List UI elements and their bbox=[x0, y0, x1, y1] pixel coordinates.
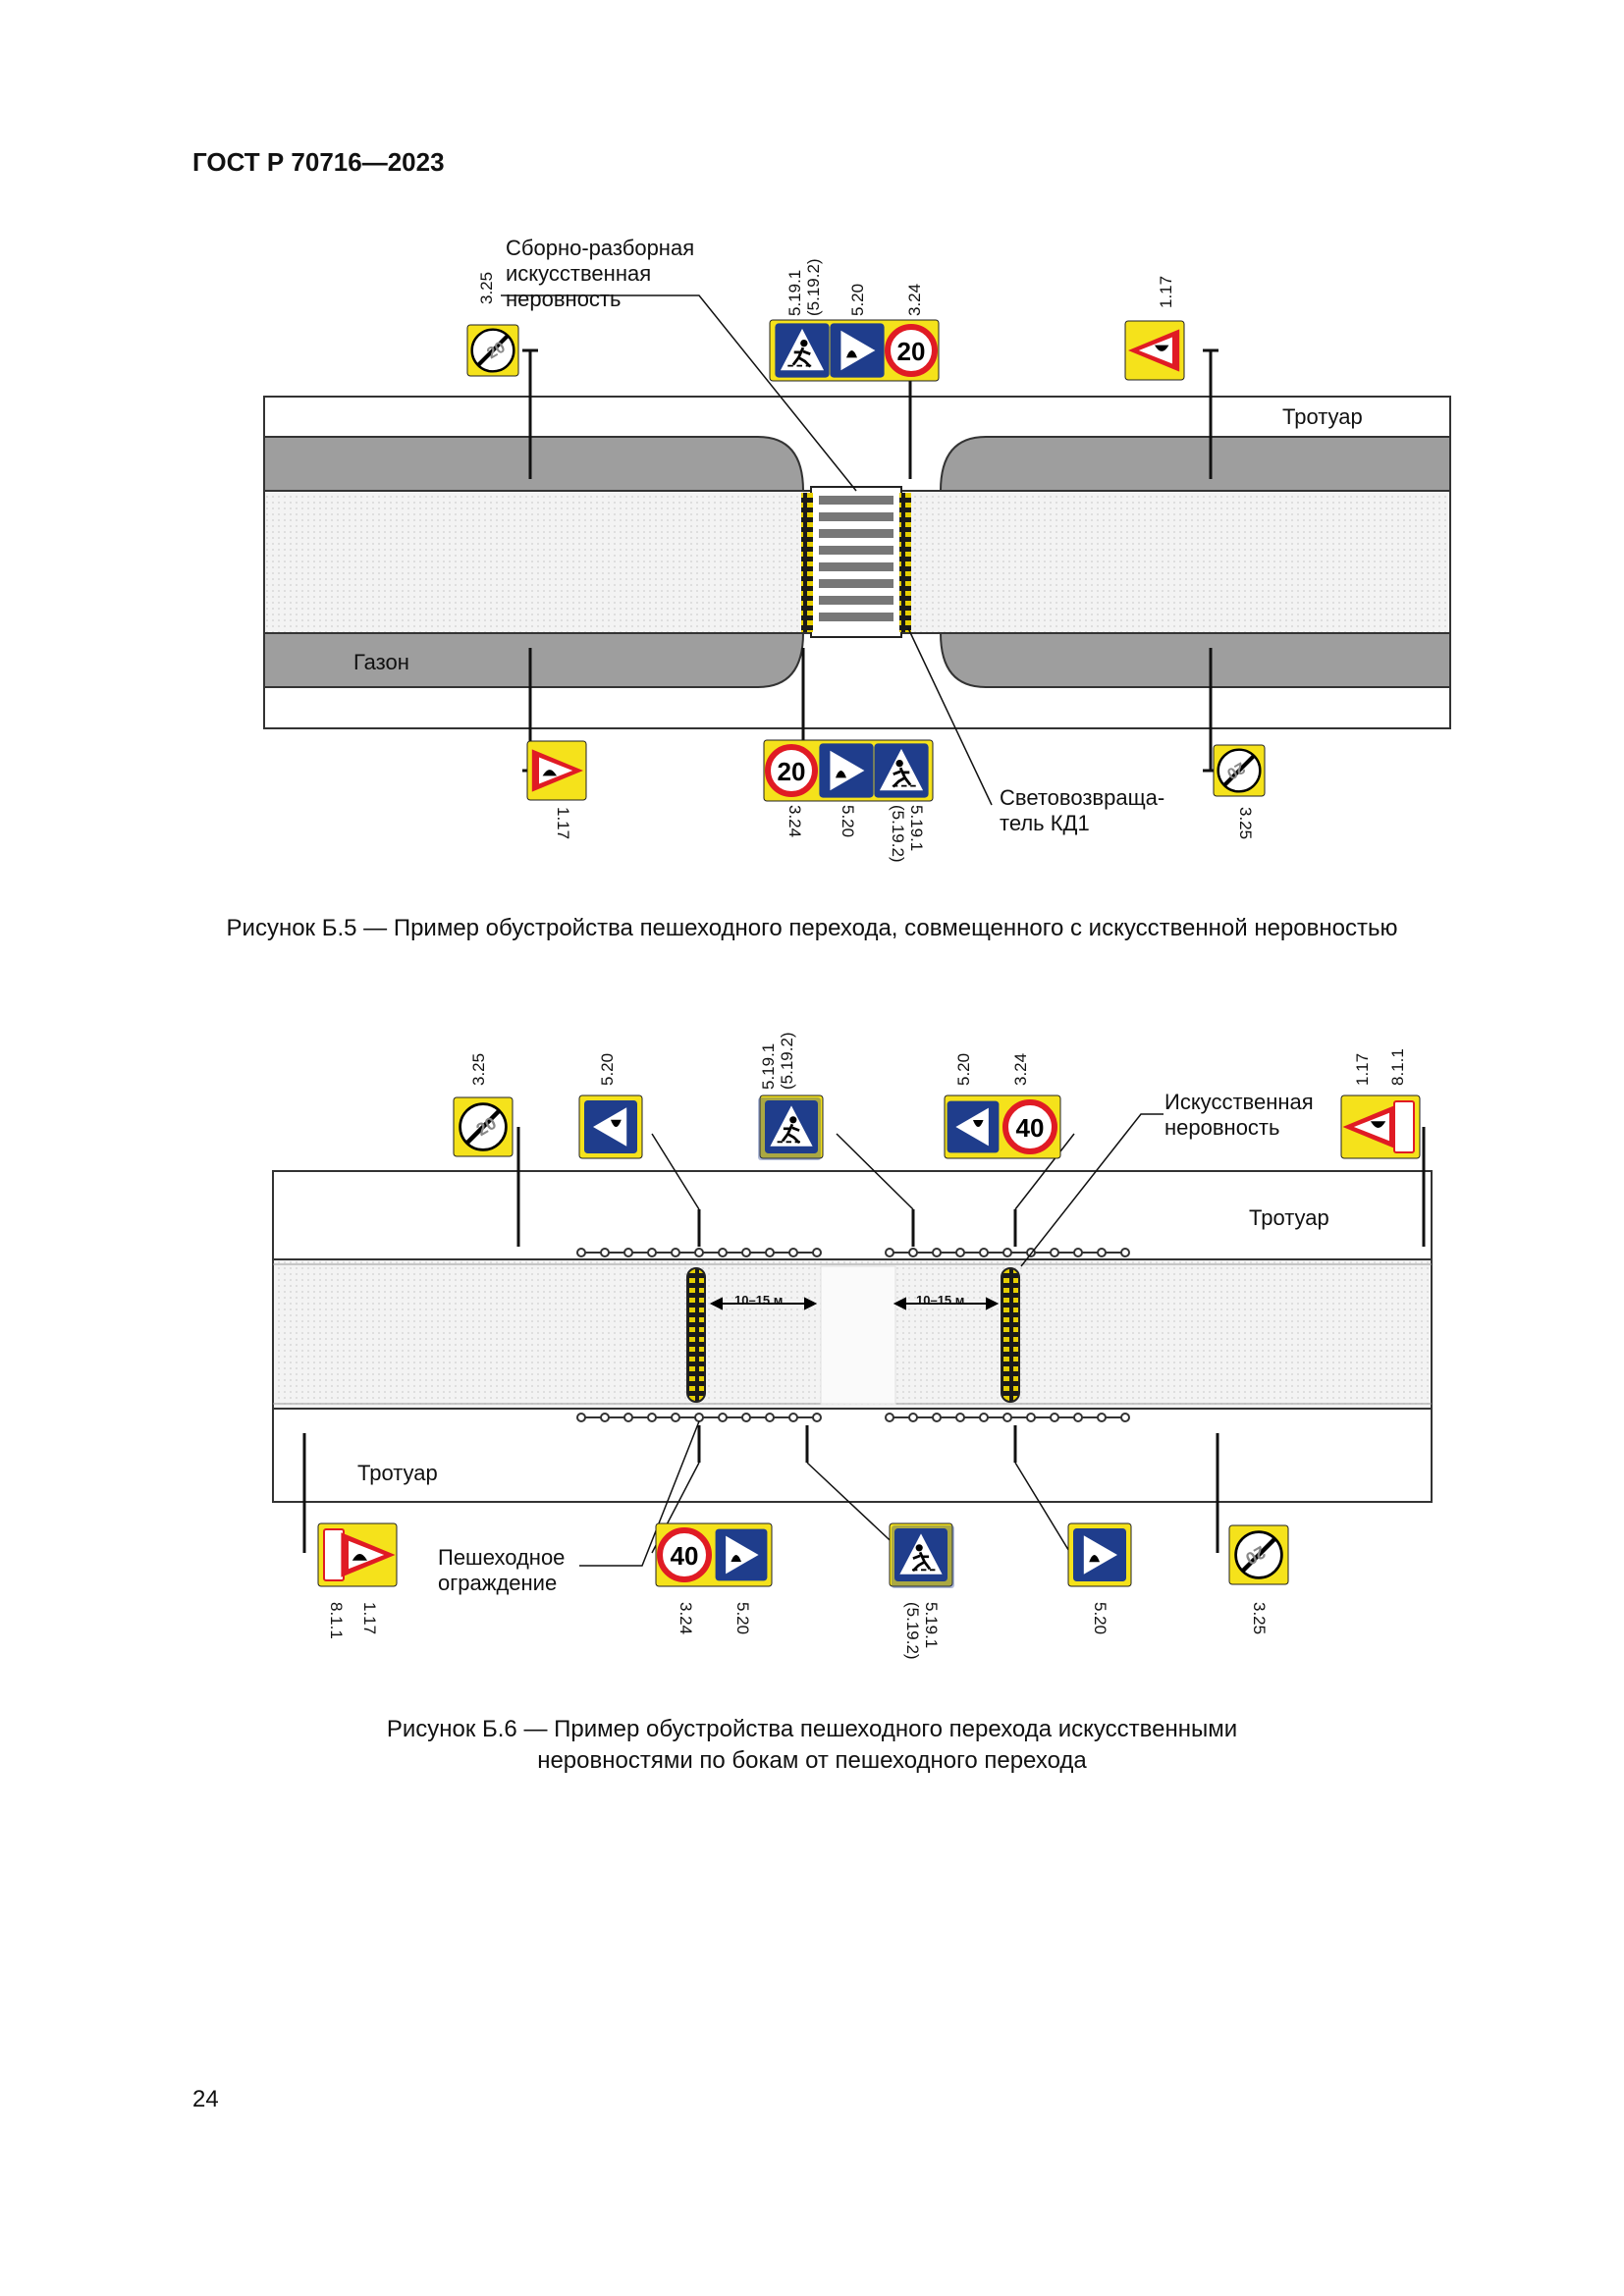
caption-b6: Рисунок Б.6 — Пример обустройства пешехо… bbox=[386, 1716, 1238, 1774]
code-8-1-1-bottom-b6: 8.1.1 bbox=[327, 1602, 346, 1639]
svg-text:40: 40 bbox=[671, 1541, 699, 1571]
reflector-left bbox=[801, 493, 813, 632]
code-3-25-bottom: 3.25 bbox=[1236, 807, 1255, 840]
code-1-17-top: 1.17 bbox=[1157, 275, 1175, 308]
svg-text:20: 20 bbox=[897, 337, 926, 366]
code-5-20-bottom-b-b6: 5.20 bbox=[1091, 1602, 1110, 1635]
code-3-24-top-b6: 3.24 bbox=[1011, 1052, 1030, 1086]
code-5-20-bottom: 5.20 bbox=[839, 805, 857, 838]
label-bump-b6: Искусственная неровность bbox=[1164, 1090, 1314, 1140]
code-3-24-bottom-b6: 3.24 bbox=[677, 1602, 695, 1635]
pedestrian-fence-top bbox=[576, 1248, 1130, 1257]
zebra-stripes bbox=[819, 496, 893, 621]
code-3-25-bottom-b6: 3.25 bbox=[1250, 1602, 1269, 1635]
code-1-17-bottom-b6: 1.17 bbox=[360, 1602, 379, 1635]
label-sidewalk-bottom-b6: Тротуар bbox=[357, 1461, 438, 1485]
label-fence: Пешеходное ограждение bbox=[438, 1545, 566, 1595]
sign-5-20-top-a bbox=[578, 1095, 643, 1159]
faded-crossing bbox=[820, 1265, 896, 1405]
lawn-strip-bottom bbox=[263, 632, 805, 688]
code-5-20-top: 5.20 bbox=[848, 283, 867, 316]
code-3-25-top: 3.25 bbox=[477, 271, 496, 304]
pedestrian-crossing bbox=[810, 486, 902, 638]
lawn-strip-top bbox=[263, 436, 805, 492]
page-number: 24 bbox=[192, 2086, 219, 2112]
label-sidewalk-top-b6: Тротуар bbox=[1249, 1205, 1329, 1230]
pedestrian-fence-bottom bbox=[576, 1413, 1130, 1422]
document-header: ГОСТ Р 70716—2023 bbox=[192, 147, 445, 177]
sign-5-19-1-bottom-b6 bbox=[889, 1522, 954, 1588]
sign-group-top-b6: 40 bbox=[944, 1095, 1061, 1159]
sign-group-bottom-b6: 40 bbox=[655, 1522, 773, 1587]
figure-b5: 20 bbox=[0, 226, 1624, 863]
sign-3-25-bottom bbox=[1213, 744, 1266, 797]
sign-group-warn-bottom-b6 bbox=[317, 1522, 398, 1587]
label-reflector: Световозвраща- тель КД1 bbox=[1000, 785, 1165, 835]
sign-3-25-top bbox=[466, 324, 519, 377]
code-5-19-1-bottom-b6: 5.19.1 (5.19.2) bbox=[903, 1602, 941, 1660]
figure-b6: 40 40 10–15 м 10–15 м Искусственная неро… bbox=[0, 991, 1624, 1698]
distance-left: 10–15 м bbox=[734, 1293, 784, 1308]
code-5-20-top-a-b6: 5.20 bbox=[598, 1052, 617, 1086]
sign-group-top: 20 bbox=[769, 319, 940, 382]
code-1-17-bottom: 1.17 bbox=[554, 807, 572, 840]
label-bump: Сборно-разборная искусственная неровност… bbox=[506, 236, 695, 311]
code-3-24-top: 3.24 bbox=[905, 283, 924, 316]
code-5-19-1-top: 5.19.1 (5.19.2) bbox=[785, 258, 823, 316]
speed-bump-right bbox=[1001, 1267, 1020, 1403]
sign-group-bottom: 20 bbox=[763, 739, 934, 802]
caption-b5: Рисунок Б.5 — Пример обустройства пешехо… bbox=[226, 915, 1398, 941]
code-1-17-top-b6: 1.17 bbox=[1353, 1052, 1372, 1086]
code-3-25-top-b6: 3.25 bbox=[469, 1052, 488, 1086]
sign-1-17-bottom bbox=[526, 740, 587, 801]
sign-3-25-bottom-b6 bbox=[1228, 1524, 1289, 1585]
figure-b6-diagram: 40 40 bbox=[272, 1095, 1433, 1588]
sign-5-20-bottom-b bbox=[1067, 1522, 1132, 1587]
code-8-1-1-top-b6: 8.1.1 bbox=[1388, 1048, 1407, 1086]
code-5-19-1-top-b6: 5.19.1 (5.19.2) bbox=[759, 1032, 796, 1090]
sign-group-warn-top-b6 bbox=[1340, 1095, 1421, 1159]
sign-1-17-top bbox=[1124, 320, 1185, 381]
distance-right: 10–15 м bbox=[916, 1293, 965, 1308]
speed-bump-left bbox=[686, 1267, 706, 1403]
svg-text:20: 20 bbox=[778, 757, 806, 786]
label-sidewalk: Тротуар bbox=[1282, 404, 1363, 429]
code-3-24-bottom: 3.24 bbox=[785, 805, 804, 838]
code-5-20-top-b-b6: 5.20 bbox=[954, 1052, 973, 1086]
figure-b5-diagram: 20 bbox=[263, 294, 1451, 806]
reflector-right bbox=[899, 493, 911, 632]
code-5-19-1-bottom: 5.19.1 (5.19.2) bbox=[889, 805, 926, 863]
svg-text:40: 40 bbox=[1016, 1113, 1045, 1143]
label-lawn: Газон bbox=[353, 650, 409, 674]
sign-3-25-top-b6 bbox=[453, 1096, 514, 1157]
sign-5-19-1-top-b6 bbox=[758, 1095, 824, 1160]
code-5-20-bottom-a-b6: 5.20 bbox=[733, 1602, 752, 1635]
